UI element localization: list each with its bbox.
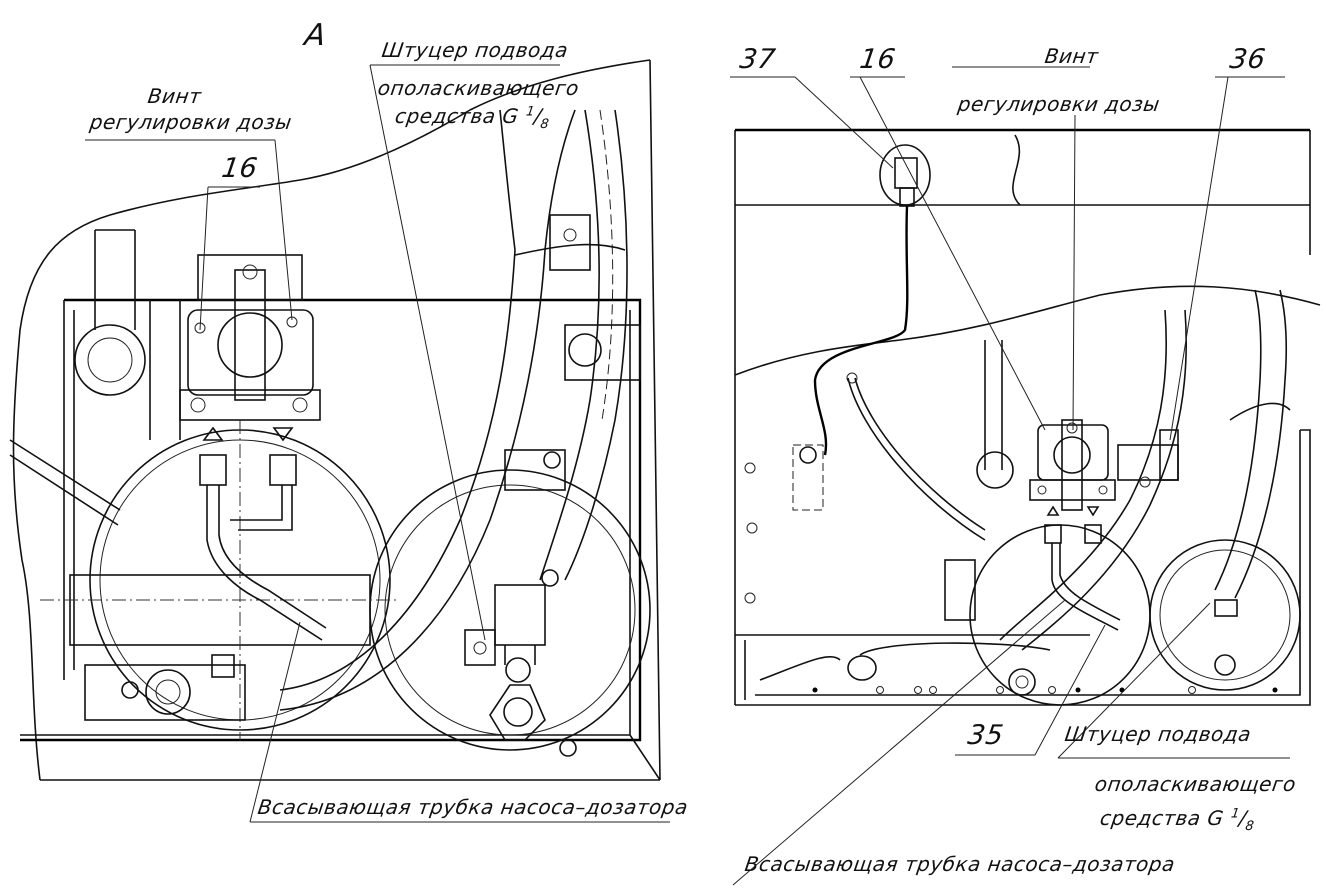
left-suction-tube-label: Всасывающая трубка насоса–дозатора	[256, 795, 690, 819]
left-fitting-label-line2: ополаскивающего	[376, 76, 581, 100]
left-fitting-label-line3: средства G 1/8	[393, 104, 551, 132]
left-fitting-thread-text: средства G	[393, 104, 521, 128]
right-screw-label-line1: Винт	[1043, 44, 1101, 68]
right-fitting-label-line3: средства G 1/8	[1098, 806, 1256, 834]
right-view-drawing	[730, 66, 1321, 886]
right-part-number-16: 16	[857, 44, 898, 75]
right-suction-tube-label: Всасывающая трубка насоса–дозатора	[743, 852, 1177, 876]
left-part-number-16: 16	[219, 153, 260, 184]
left-view-drawing	[9, 59, 670, 823]
right-fitting-fraction-num: 1	[1230, 806, 1241, 822]
right-screw-label-line2: регулировки дозы	[956, 92, 1162, 116]
right-part-number-36: 36	[1227, 44, 1268, 75]
left-fitting-label-line1: Штуцер подвода	[380, 38, 570, 62]
right-fitting-label-line1: Штуцер подвода	[1063, 722, 1253, 746]
left-screw-label-line1: Винт	[146, 84, 204, 108]
right-fitting-thread-text: средства G	[1098, 806, 1226, 830]
left-fitting-fraction-num: 1	[525, 104, 536, 120]
left-screw-label-line2: регулировки дозы	[88, 110, 294, 134]
right-fitting-label-line2: ополаскивающего	[1093, 772, 1298, 796]
right-part-number-37: 37	[737, 44, 778, 75]
right-part-number-35: 35	[965, 720, 1006, 751]
